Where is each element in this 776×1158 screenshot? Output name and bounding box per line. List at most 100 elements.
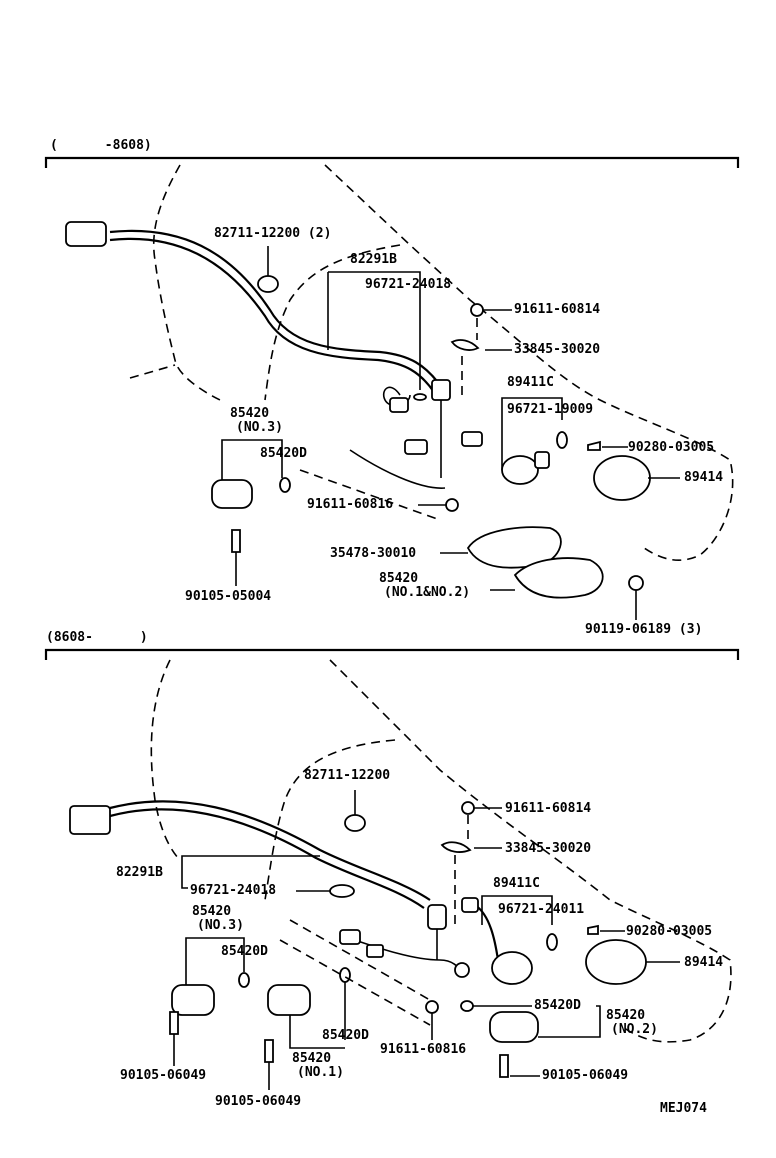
case-outline-left-2 (150, 659, 181, 861)
case-outline-inner (264, 244, 401, 401)
sensor-body (501, 455, 539, 485)
solenoid-no1-part-2 (267, 984, 311, 1016)
solenoid-no3-part (211, 479, 253, 509)
part-label-bolt-mid-2[interactable]: 91611-60816 (380, 1042, 467, 1057)
part-label-solenoid-no3-sub: (NO.3) (236, 420, 283, 435)
part-label-gasket[interactable]: 35478-30010 (330, 546, 417, 561)
part-label-solenoid-no3-sub-2: (NO.3) (197, 918, 244, 933)
bolt-top-part (470, 303, 484, 317)
sensor-connector-2 (461, 897, 479, 913)
sensor-body-2 (491, 951, 533, 985)
part-label-oring-harness-2[interactable]: 96721-24018 (190, 883, 277, 898)
part-label-oring-no3[interactable]: 85420D (260, 446, 307, 461)
sensor-89414-part-2 (585, 939, 647, 985)
no2-bracket-2 (538, 1005, 601, 1038)
harness-plug (431, 379, 451, 401)
part-label-plate[interactable]: 33845-30020 (514, 342, 601, 357)
part-label-plate-2[interactable]: 33845-30020 (505, 841, 592, 856)
oring-sensor-part-2 (546, 933, 558, 951)
oring-no3-part (279, 477, 291, 493)
small-connector (389, 397, 409, 413)
part-label-bolt-no12[interactable]: 90119-06189 (3) (585, 622, 703, 637)
solenoid-no3-part-2 (171, 984, 215, 1016)
part-label-bolt-top[interactable]: 91611-60814 (514, 302, 601, 317)
part-label-harness-2[interactable]: 82291B (116, 865, 163, 880)
pin-part-2 (587, 924, 599, 935)
harness-wire (109, 229, 441, 386)
part-label-oring-top[interactable]: 96721-24018 (365, 277, 452, 292)
harness-wire-2b (109, 808, 425, 909)
oring-no2-part-2 (460, 1000, 474, 1012)
case-outline-right-2 (329, 659, 732, 1043)
part-label-sensor-group[interactable]: 89411C (507, 375, 554, 390)
section-2-bracket (44, 648, 740, 660)
sensor-wire (349, 449, 446, 489)
sensor-89414-part (593, 455, 651, 501)
part-label-clamp-2[interactable]: 82711-12200 (304, 768, 391, 783)
harness-bracket (328, 271, 421, 390)
part-label-bolt-no3-2[interactable]: 90105-06049 (120, 1068, 207, 1083)
oring-no3-part-2 (238, 972, 250, 988)
gasket-part (466, 526, 562, 569)
part-label-solenoid-no1-2[interactable]: 85420 (292, 1051, 332, 1066)
plate-part (450, 339, 480, 351)
no3-bracket (221, 439, 283, 480)
part-label-clamp[interactable]: 82711-12200 (2) (214, 226, 332, 241)
sensor-tab (534, 451, 550, 469)
bolt-mid-part (445, 498, 459, 512)
mid-dash (299, 469, 441, 521)
part-label-pin-2[interactable]: 90280-03005 (626, 924, 713, 939)
part-label-bolt-no1-2[interactable]: 90105-06049 (215, 1094, 302, 1109)
connector-2-1 (339, 929, 361, 945)
harness-connector (65, 221, 107, 247)
bolt-mid-part-2 (425, 1000, 439, 1014)
part-label-sensor-2[interactable]: 89414 (684, 955, 724, 970)
harness-bracket-2 (181, 855, 320, 872)
bolt-no1-part-2 (264, 1039, 274, 1063)
part-label-bolt-no2-2[interactable]: 90105-06049 (542, 1068, 629, 1083)
oring-top-part (413, 393, 427, 401)
part-label-sensor[interactable]: 89414 (684, 470, 724, 485)
sensor-group-bracket (501, 397, 563, 470)
harness-wire-2 (109, 237, 435, 393)
part-label-solenoid-no12-sub: (NO.1&NO.2) (384, 585, 471, 600)
part-label-solenoid-no2-sub-2: (NO.2) (611, 1022, 658, 1037)
part-label-oring-sensor-2[interactable]: 96721-24011 (498, 902, 585, 917)
part-label-bolt-mid[interactable]: 91611-60816 (307, 497, 394, 512)
part-label-oring-no3-2[interactable]: 85420D (221, 944, 268, 959)
part-label-solenoid-no12[interactable]: 85420 (379, 571, 419, 586)
bolt-no2-part-2 (499, 1054, 509, 1078)
part-label-harness[interactable]: 82291B (350, 252, 397, 267)
bolt-no3-part (231, 529, 241, 553)
harness-wire-2a (109, 800, 431, 901)
no3-bracket-2 (185, 937, 245, 990)
section-1-range-label: ( -8608) (50, 138, 152, 153)
oring-sensor-part (556, 431, 568, 449)
harness-plug-2 (427, 904, 447, 930)
part-label-sensor-group-2[interactable]: 89411C (493, 876, 540, 891)
plate-part-2 (440, 841, 472, 853)
part-label-bolt-top-2[interactable]: 91611-60814 (505, 801, 592, 816)
part-label-solenoid-no3-2[interactable]: 85420 (192, 904, 232, 919)
part-label-solenoid-no2-2[interactable]: 85420 (606, 1008, 646, 1023)
part-label-bolt-no3[interactable]: 90105-05004 (185, 589, 272, 604)
no1-bracket-2 (289, 1015, 345, 1049)
section-2-artwork (44, 648, 740, 1090)
part-label-oring-no2-2[interactable]: 85420D (534, 998, 581, 1013)
clamp-part-2 (344, 814, 366, 832)
pin-part (587, 440, 601, 451)
part-label-oring-no1-2[interactable]: 85420D (322, 1028, 369, 1043)
part-label-solenoid-no3[interactable]: 85420 (230, 406, 270, 421)
oring-no1-part-2 (339, 967, 351, 983)
harness-connector-2 (69, 805, 111, 835)
part-label-pin[interactable]: 90280-03005 (628, 440, 715, 455)
case-outline-right (324, 164, 734, 561)
bolt-top-part-2 (461, 801, 475, 815)
bolt-no3-part-2 (169, 1011, 179, 1035)
connector-2-3 (454, 962, 470, 978)
part-label-oring-sensor[interactable]: 96721-19009 (507, 402, 594, 417)
sensor-wire-lead-2 (474, 904, 500, 961)
clamp-part (257, 275, 279, 293)
part-label-solenoid-no1-sub-2: (NO.1) (297, 1065, 344, 1080)
